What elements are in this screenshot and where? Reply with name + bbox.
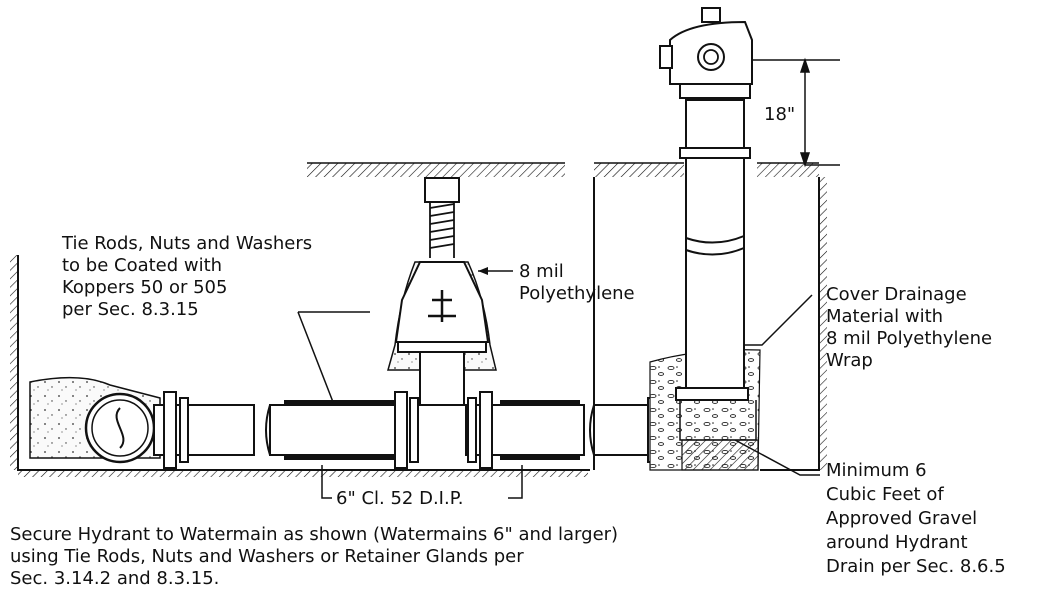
svg-text:Drain per Sec. 8.6.5: Drain per Sec. 8.6.5	[826, 556, 1006, 577]
callout-gravel: Minimum 6 Cubic Feet of Approved Gravel …	[826, 460, 1006, 577]
callout-tie-rods: Tie Rods, Nuts and Washers to be Coated …	[61, 233, 312, 320]
svg-text:to be Coated with: to be Coated with	[62, 255, 222, 276]
svg-text:around Hydrant: around Hydrant	[826, 532, 968, 553]
svg-text:8 mil: 8 mil	[519, 261, 564, 282]
svg-text:8 mil Polyethylene: 8 mil Polyethylene	[826, 328, 992, 349]
svg-text:Sec. 3.14.2 and 8.3.15.: Sec. 3.14.2 and 8.3.15.	[10, 568, 219, 589]
callout-polyethylene: 8 mil Polyethylene	[519, 261, 635, 304]
svg-text:Secure Hydrant to Watermain as: Secure Hydrant to Watermain as shown (Wa…	[10, 524, 618, 545]
svg-text:per Sec. 8.3.15: per Sec. 8.3.15	[62, 299, 199, 320]
svg-text:using Tie Rods, Nuts and Washe: using Tie Rods, Nuts and Washers or Reta…	[10, 546, 524, 567]
pipe-spec-label: 6" Cl. 52 D.I.P.	[336, 488, 463, 509]
svg-text:Polyethylene: Polyethylene	[519, 283, 635, 304]
svg-text:Material with: Material with	[826, 306, 943, 327]
svg-text:Cover Drainage: Cover Drainage	[826, 284, 967, 305]
callout-cover-drainage: Cover Drainage Material with 8 mil Polye…	[826, 284, 992, 371]
svg-text:Cubic Feet of: Cubic Feet of	[826, 484, 944, 505]
svg-text:Wrap: Wrap	[826, 350, 873, 371]
installation-note: Secure Hydrant to Watermain as shown (Wa…	[10, 524, 618, 589]
svg-text:Approved Gravel: Approved Gravel	[826, 508, 977, 529]
fire-hydrant	[649, 7, 761, 471]
dimension-line	[752, 57, 840, 168]
svg-text:Tie Rods, Nuts and Washers: Tie Rods, Nuts and Washers	[61, 233, 312, 254]
dimension-18-label: 18"	[764, 104, 795, 125]
svg-text:Koppers 50 or 505: Koppers 50 or 505	[62, 277, 227, 298]
ground-surface	[307, 162, 819, 177]
tee-fitting	[84, 392, 156, 464]
leader-lines	[297, 270, 820, 499]
gate-valve	[387, 177, 497, 406]
main-pipe	[153, 400, 655, 460]
svg-text:Minimum 6: Minimum 6	[826, 460, 927, 481]
leader-arrow	[478, 267, 488, 275]
